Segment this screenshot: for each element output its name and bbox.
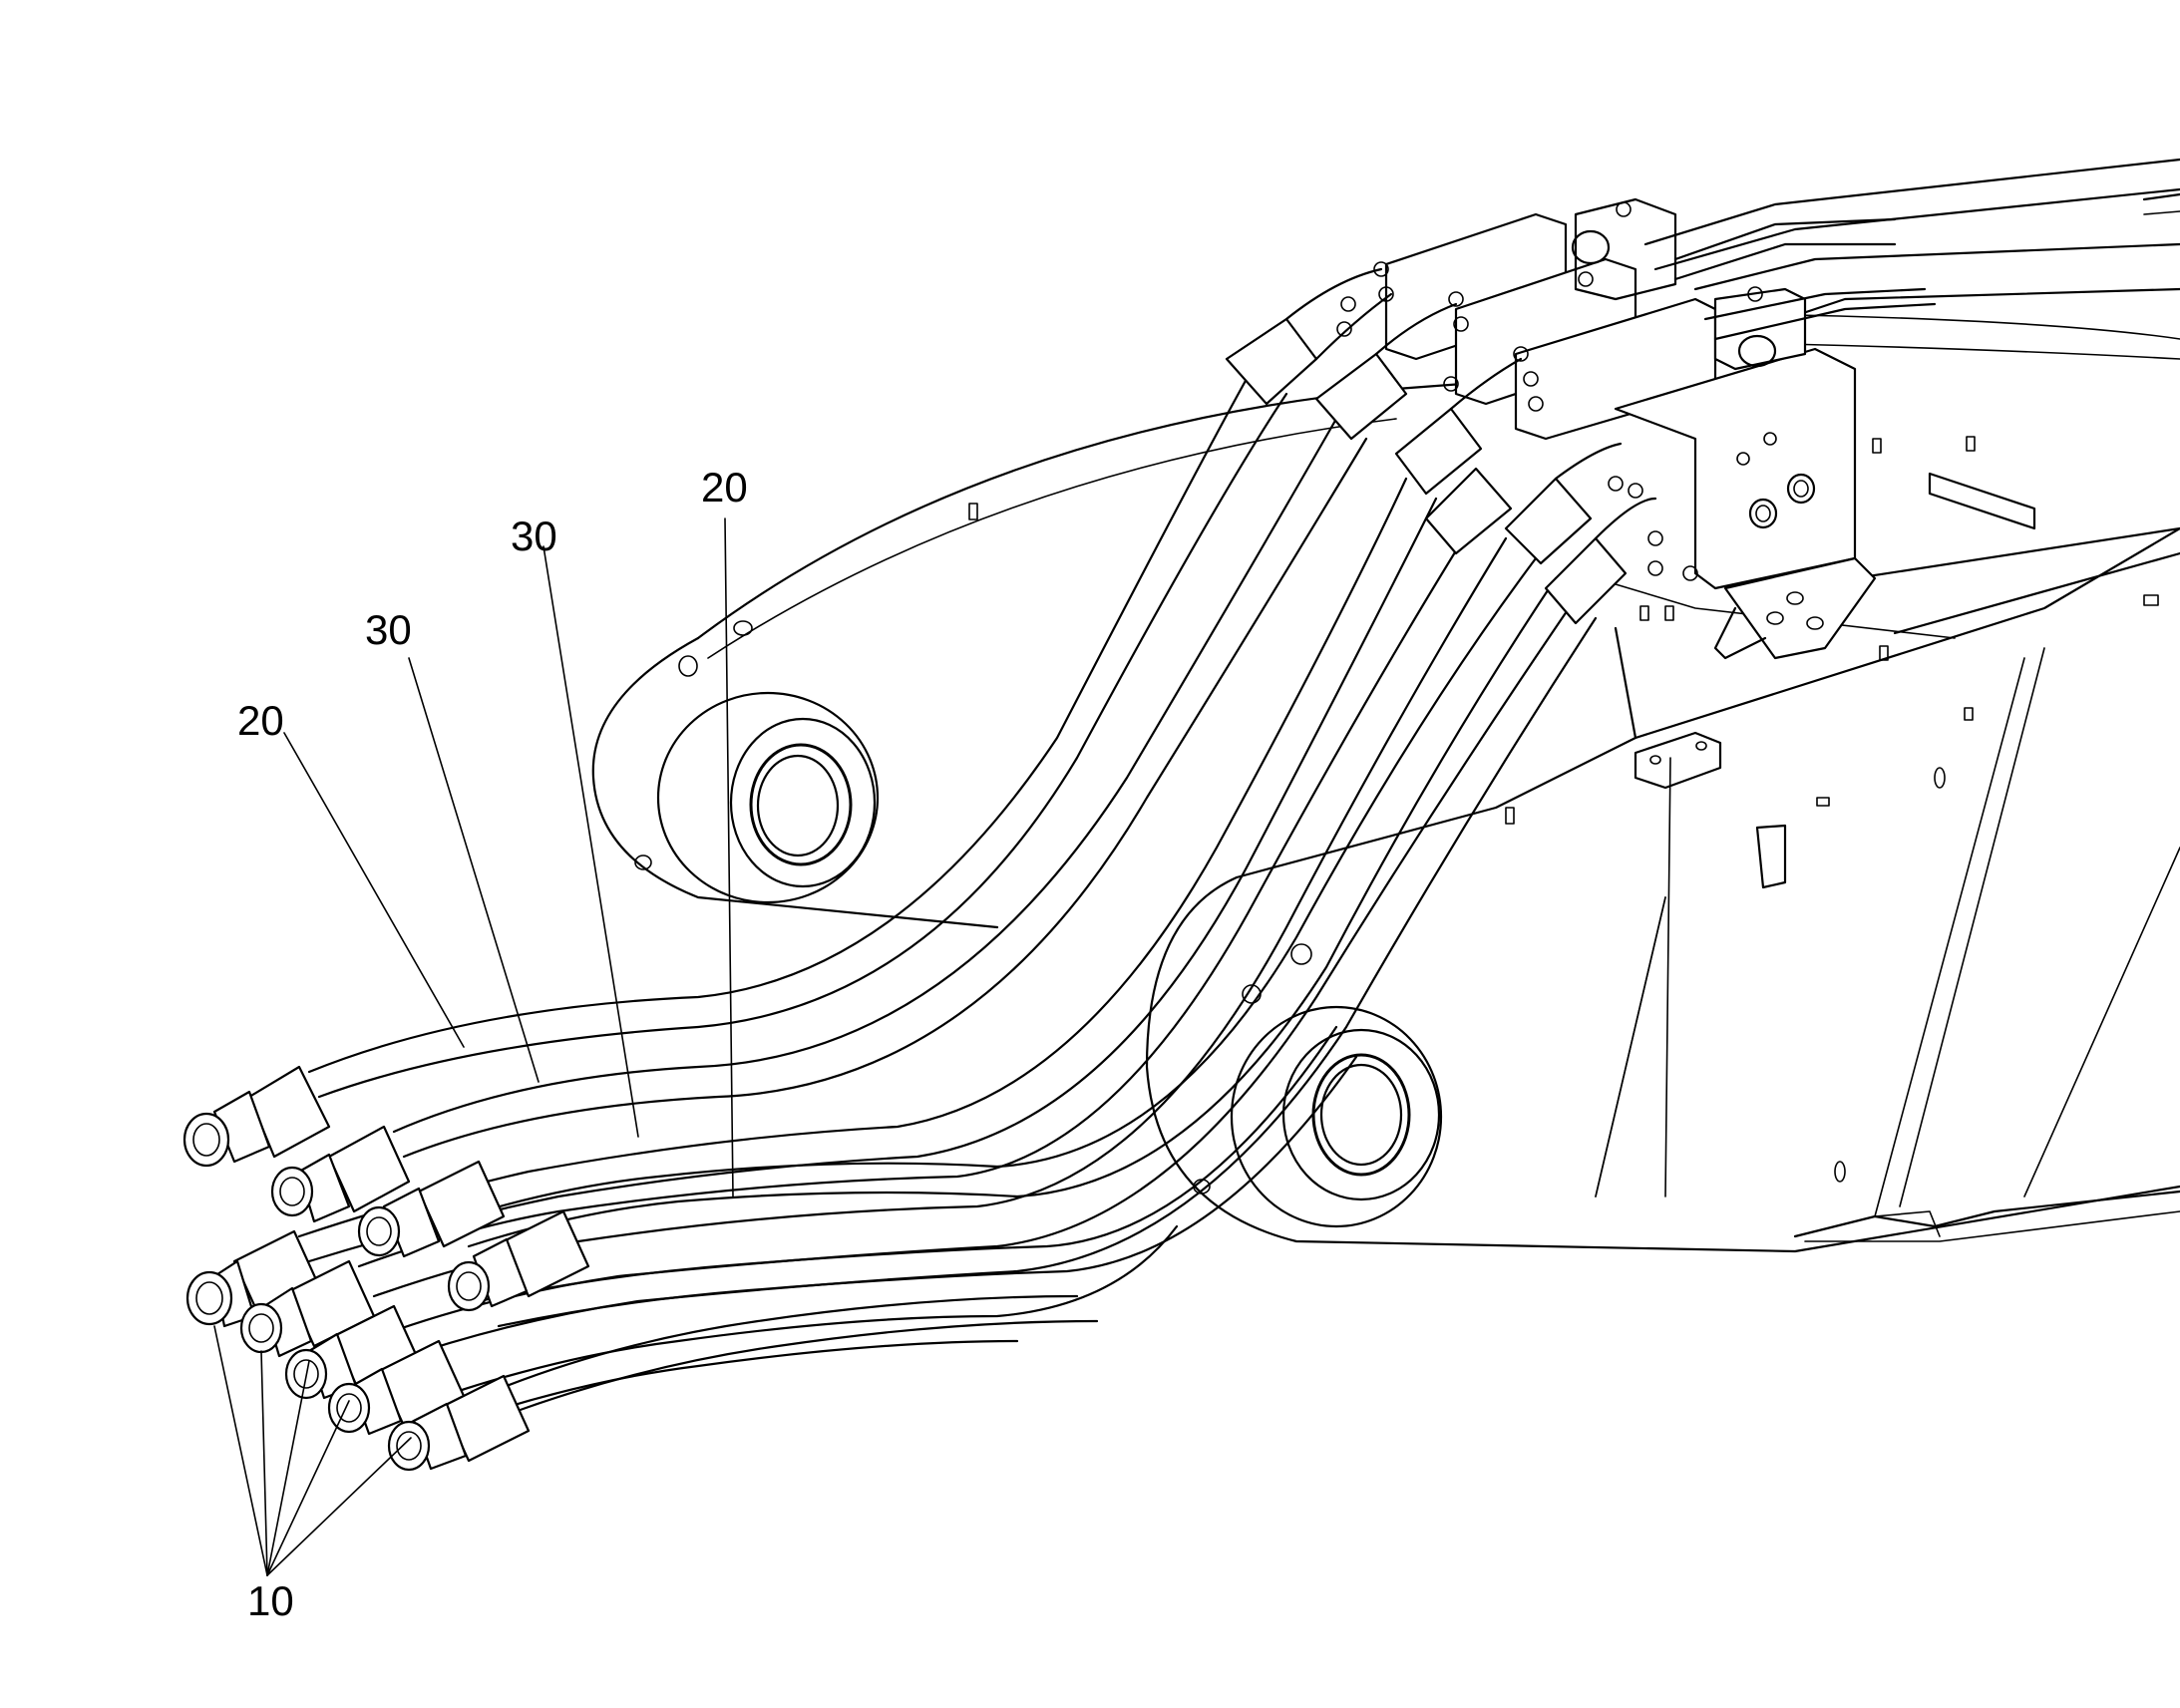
valve-block-group (1336, 197, 1937, 660)
fitting-6 (447, 1209, 590, 1312)
callout-30-lower: 30 (365, 606, 412, 653)
leader-lines (213, 517, 1666, 1576)
valve-bolts (1336, 201, 1777, 581)
hydraulic-hoses (297, 267, 1657, 1428)
fitting-3 (357, 1160, 506, 1258)
boom-arm-structure (591, 158, 2180, 1253)
upper-pivot-lug (634, 503, 978, 904)
fitting-5 (239, 1259, 376, 1358)
fitting-1 (182, 1065, 331, 1168)
callout-20-lower: 20 (237, 697, 284, 744)
fitting-9 (387, 1374, 531, 1472)
hose-end-fittings (182, 1065, 590, 1472)
callout-10: 10 (247, 1577, 294, 1624)
callout-20-upper: 20 (701, 464, 748, 511)
callout-labels: 20 30 30 20 10 (237, 464, 748, 1624)
fitting-2 (270, 1125, 411, 1223)
callout-30-upper: 30 (511, 512, 557, 559)
